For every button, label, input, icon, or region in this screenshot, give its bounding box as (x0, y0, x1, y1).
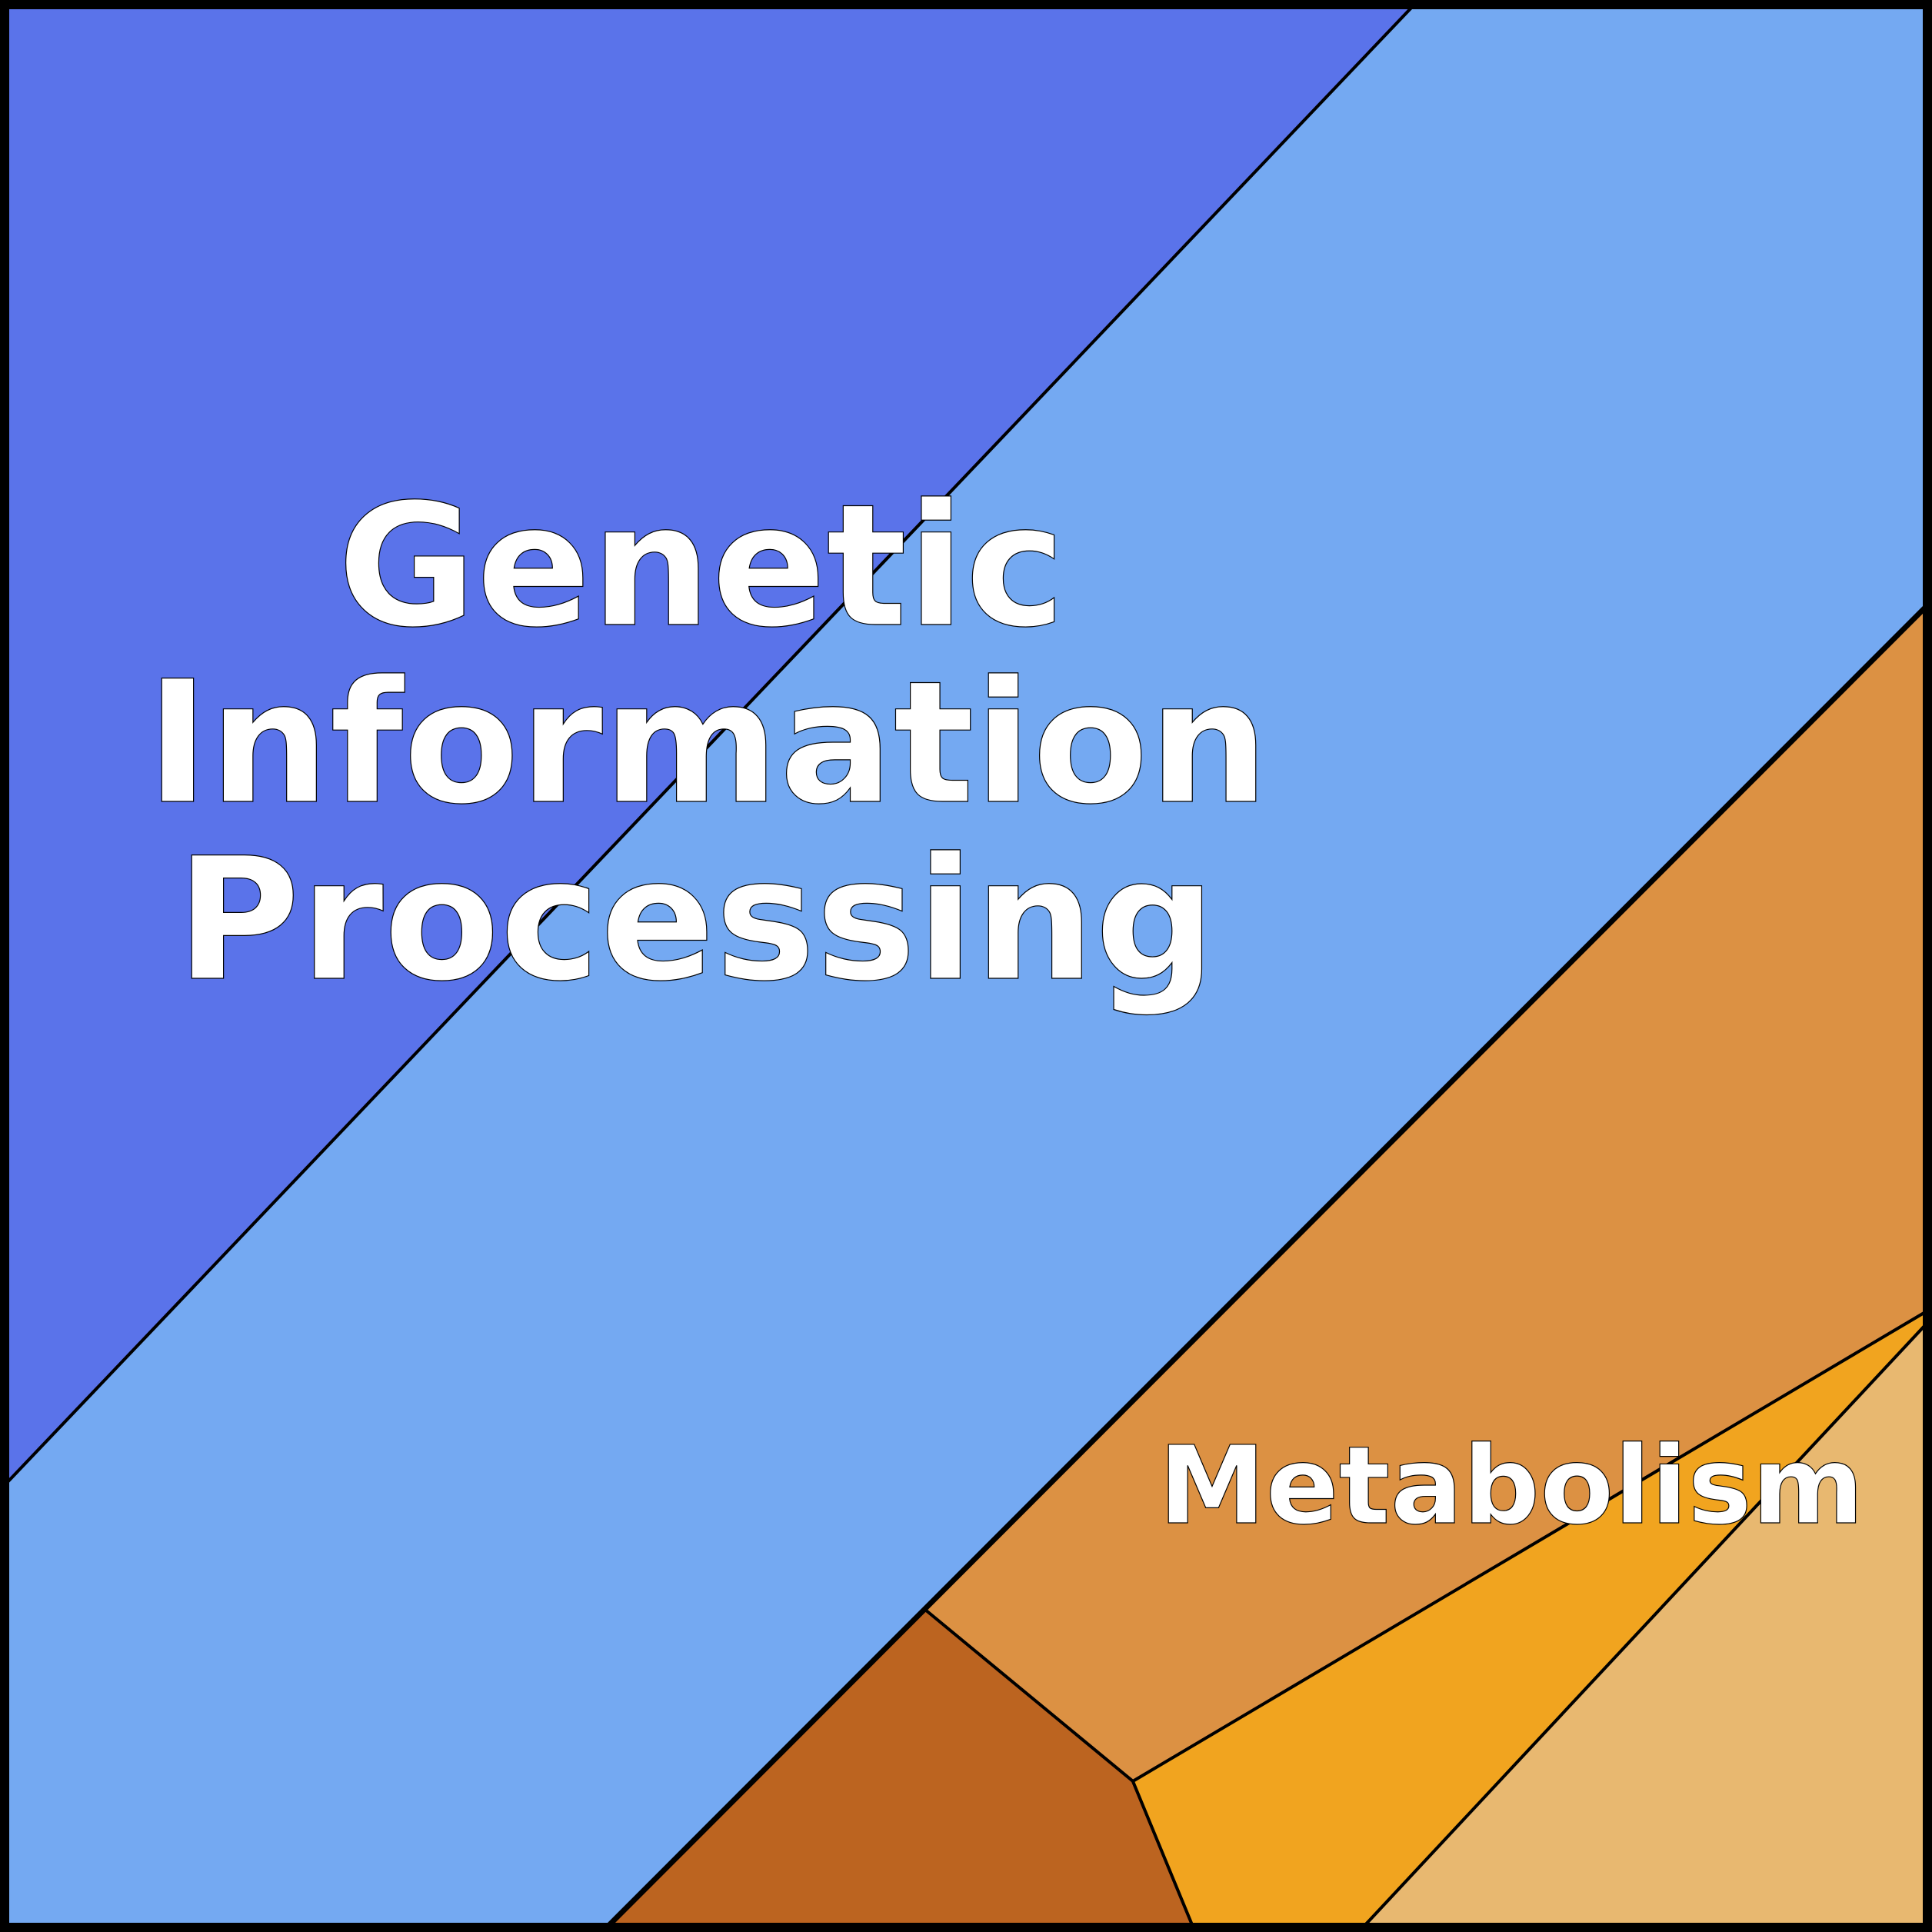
label-metabolism: Metabolism (1158, 1424, 1864, 1549)
group-boundary (605, 604, 1929, 1929)
label-genetic-line3: Processing (176, 821, 1216, 1018)
label-genetic-line2: Information (146, 645, 1269, 841)
label-genetic-line1: Genetic (338, 468, 1066, 665)
